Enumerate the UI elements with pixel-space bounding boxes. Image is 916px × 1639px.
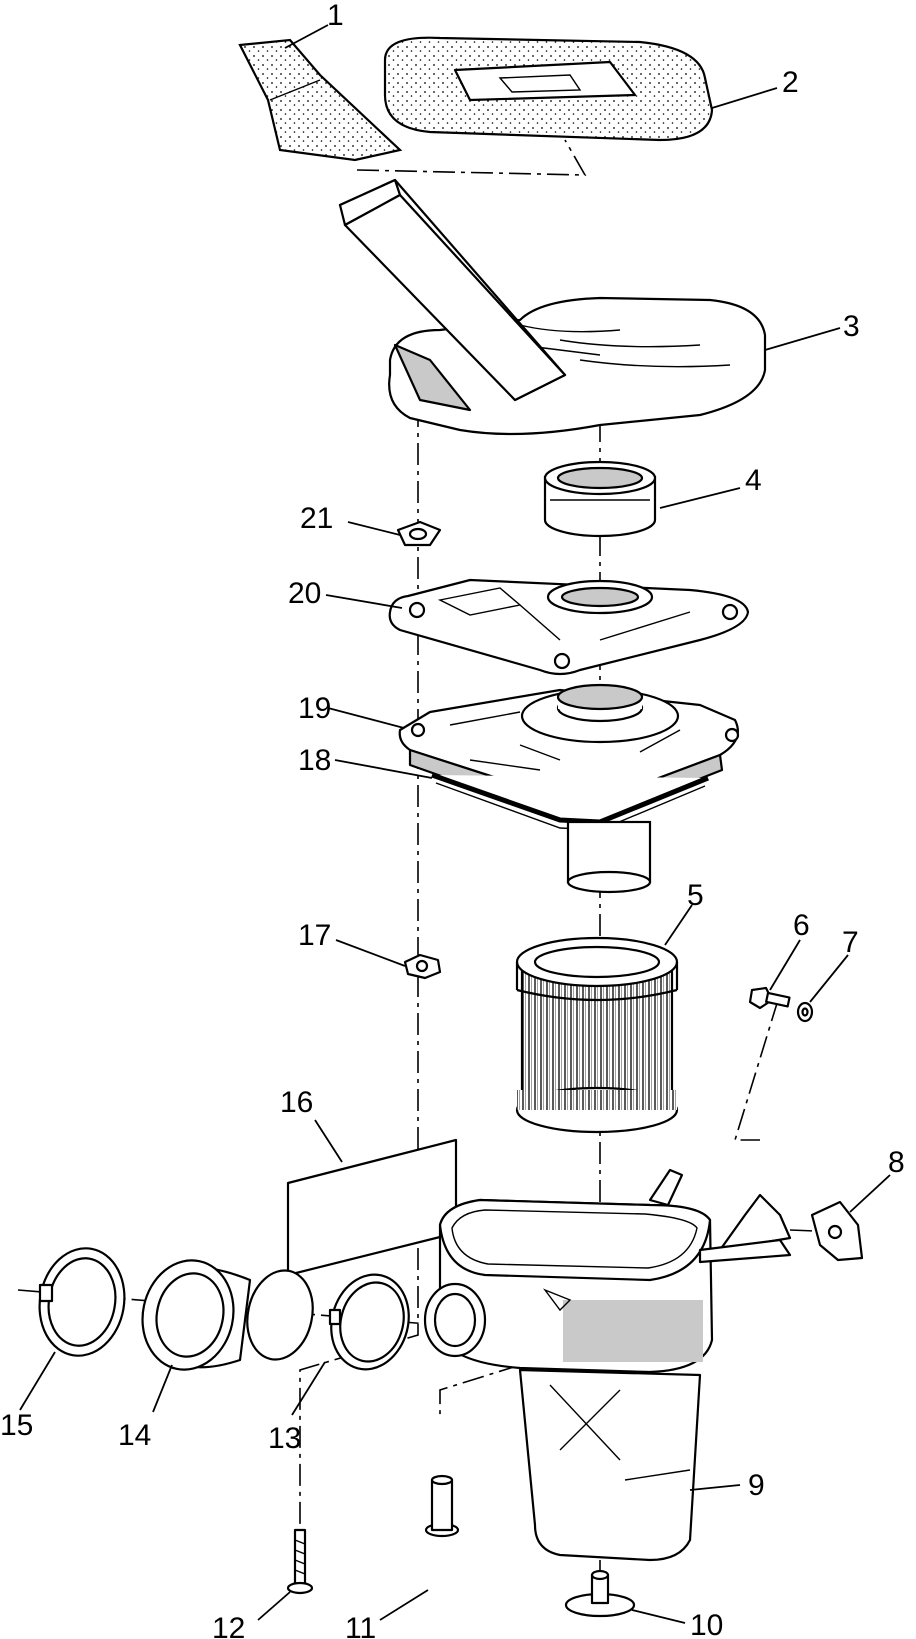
label-decal-part-16 — [286, 1138, 458, 1277]
air-filter-element-part-5 — [515, 936, 679, 1134]
callout-3: 3 — [843, 310, 860, 343]
clamp-part-13 — [328, 1273, 410, 1371]
callout-21: 21 — [300, 502, 333, 535]
intake-silencer-part-3 — [338, 178, 767, 436]
top-cover-plate-part-20 — [388, 578, 750, 676]
callout-13: 13 — [268, 1422, 301, 1455]
bracket-part-8 — [810, 1200, 864, 1262]
bolt-part-6 — [748, 986, 791, 1010]
air-box-part-9 — [423, 1168, 792, 1562]
callout-4: 4 — [745, 464, 762, 497]
filter-housing-lid-part-19 — [398, 683, 740, 820]
drain-valve-part-10 — [564, 1569, 636, 1618]
callout-11: 11 — [345, 1612, 376, 1639]
callout-6: 6 — [793, 909, 810, 942]
long-bolt-part-12 — [286, 1528, 314, 1595]
callout-16: 16 — [280, 1086, 313, 1119]
gasket-part-18 — [431, 772, 709, 894]
callout-19: 19 — [298, 692, 331, 725]
callout-7: 7 — [842, 926, 859, 959]
clamp-part-15 — [38, 1247, 126, 1357]
callout-5: 5 — [687, 879, 704, 912]
rubber-boot-part-4 — [543, 460, 657, 538]
callout-10: 10 — [690, 1609, 723, 1639]
hex-nut-part-17 — [403, 953, 442, 980]
callout-14: 14 — [118, 1419, 151, 1452]
leader-lines — [19, 24, 891, 1624]
callout-2: 2 — [782, 66, 799, 99]
intake-boot-part-14 — [141, 1259, 314, 1371]
washer-part-7 — [796, 1001, 814, 1023]
foam-pad-part-1 — [238, 38, 403, 162]
callout-8: 8 — [888, 1146, 905, 1179]
callout-20: 20 — [288, 577, 321, 610]
wing-nut-part-21 — [396, 520, 442, 547]
spacer-part-11 — [424, 1474, 460, 1538]
callout-12: 12 — [212, 1612, 245, 1639]
callout-1: 1 — [327, 0, 344, 32]
callout-17: 17 — [298, 919, 331, 952]
callout-9: 9 — [748, 1469, 765, 1502]
callout-18: 18 — [298, 744, 331, 777]
callout-15: 15 — [0, 1409, 33, 1442]
foam-gasket-part-2 — [383, 36, 714, 142]
